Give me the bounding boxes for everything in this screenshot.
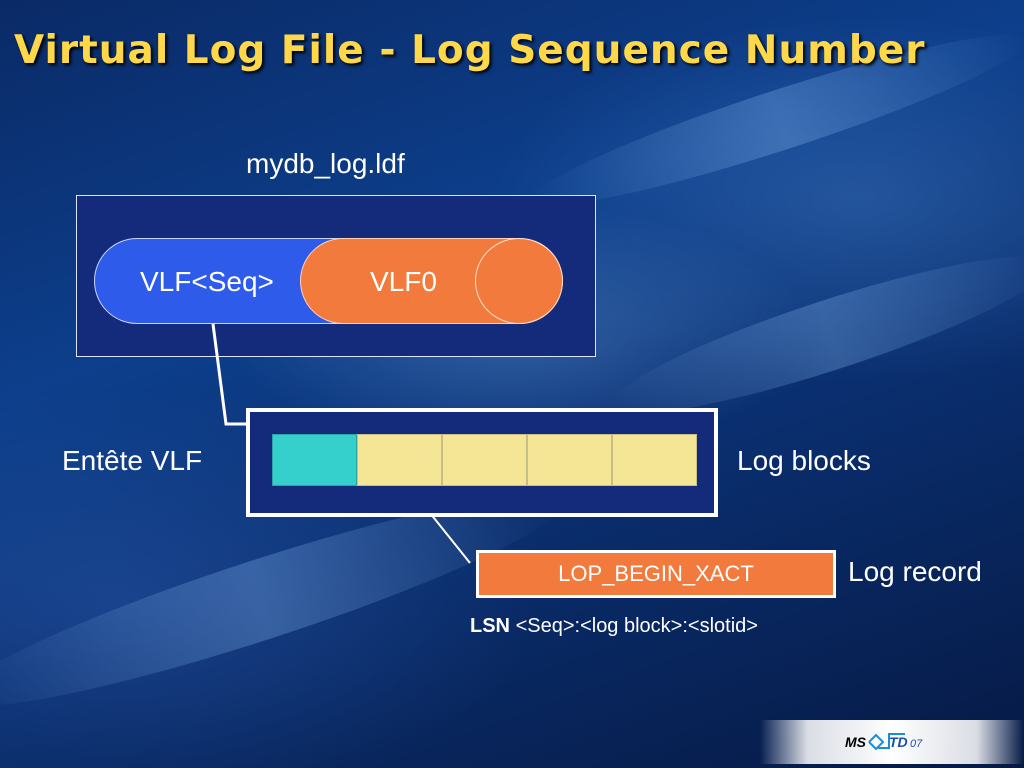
lsn-key: LSN [470,615,510,637]
file-name-label: mydb_log.ldf [246,148,405,179]
svg-text:07: 07 [910,738,923,750]
lsn-format: <Seq>:<log block>:<slotid> [515,615,758,637]
log-record-label: Log record [848,556,982,587]
log-block [357,434,442,486]
lsn-format-line: LSN <Seq>:<log block>:<slotid> [470,615,758,638]
logo-bar [760,720,1024,764]
vlf-seq-label: VLF<Seq> [140,266,274,297]
vlf-header-label: Entête VLF [62,445,203,476]
log-blocks-label: Log blocks [737,445,871,476]
log-record-box: LOP_BEGIN_XACT [476,550,836,598]
vlf0-end-cap [475,238,563,324]
vlf-to-blocks-connector [211,323,246,426]
vlf0-label: VLF0 [370,266,437,297]
log-block [527,434,612,486]
log-blocks-row [272,434,697,486]
log-block [612,434,697,486]
vlf-header-block [272,434,357,486]
log-block [442,434,527,486]
svg-text:MS: MS [845,734,867,750]
slide-title: Virtual Log File - Log Sequence Number [14,28,926,73]
mstd07-logo: MS TD 07 [845,733,923,751]
svg-text:TD: TD [889,734,908,750]
